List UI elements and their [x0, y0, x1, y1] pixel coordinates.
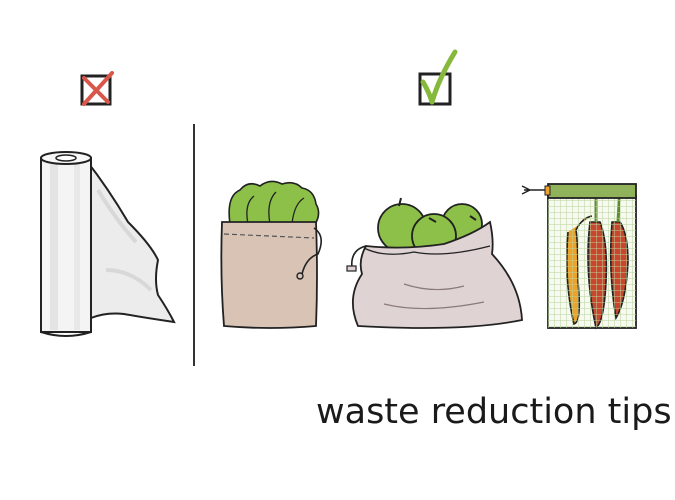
divider-line	[193, 124, 195, 366]
plastic-film-roll	[36, 150, 186, 340]
reusable-cloth-bag-apples	[344, 194, 528, 334]
caption-title: waste reduction tips	[316, 392, 672, 432]
lettuce-bag-icon	[220, 180, 322, 329]
x-mark-icon	[80, 71, 114, 106]
x-checkbox	[78, 70, 122, 110]
check-mark-icon	[418, 49, 458, 106]
pepper-mesh-bag-icon	[521, 183, 637, 330]
apple-bag-icon	[346, 197, 523, 329]
reusable-mesh-bag-peppers	[512, 182, 642, 332]
reusable-cloth-bag-lettuce	[218, 176, 330, 332]
plastic-roll-icon	[40, 151, 176, 337]
check-checkbox	[415, 48, 465, 108]
